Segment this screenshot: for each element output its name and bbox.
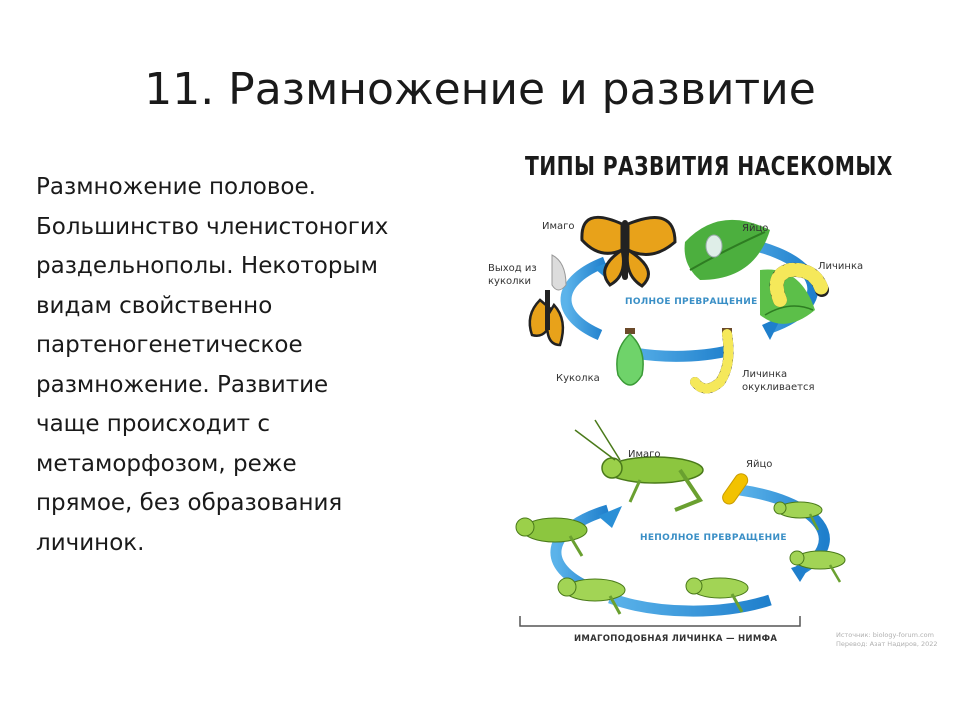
label-incomplete-cycle: НЕПОЛНОЕ ПРЕВРАЩЕНИЕ bbox=[640, 533, 787, 543]
caterpillar-icon bbox=[769, 262, 829, 307]
body-line: Большинство членистоногих bbox=[36, 213, 389, 240]
body-line: партеногенетическое bbox=[36, 332, 303, 358]
grasshopper-nymph-icon bbox=[789, 550, 846, 583]
chrysalis-icon bbox=[616, 328, 644, 386]
butterfly-icon bbox=[580, 215, 677, 288]
body-line: прямое, без образования bbox=[36, 490, 343, 516]
body-line: личинок. bbox=[36, 529, 145, 556]
label-pupating-2: окукливается bbox=[742, 382, 815, 393]
label-pupa: Куколка bbox=[556, 373, 600, 384]
label-larva: Личинка bbox=[818, 261, 864, 272]
egg-icon bbox=[705, 234, 723, 258]
nymph-bracket bbox=[519, 616, 801, 627]
source-credit-2: Перевод: Азат Надиров, 2022 bbox=[836, 640, 938, 648]
body-line: раздельнополы. Некоторым bbox=[36, 253, 378, 279]
grasshopper-nymph-icon bbox=[685, 577, 749, 613]
label-egg-incomplete: Яйцо bbox=[746, 459, 773, 470]
label-emergence-1: Выход из bbox=[488, 263, 537, 274]
slide-title: 11. Размножение и развитие bbox=[144, 64, 816, 115]
label-nymph: ИМАГОПОДОБНАЯ ЛИЧИНКА — НИМФА bbox=[574, 634, 778, 644]
label-emergence-2: куколки bbox=[488, 276, 532, 287]
body-line: видам свойственно bbox=[36, 292, 273, 319]
grasshopper-nymph-icon bbox=[515, 517, 588, 557]
diagram-heading: ТИПЫ РАЗВИТИЯ НАСЕКОМЫХ bbox=[525, 152, 893, 182]
label-complete-cycle: ПОЛНОЕ ПРЕВРАЩЕНИЕ bbox=[625, 297, 758, 307]
diagram-graphics bbox=[515, 215, 846, 627]
source-credit-1: Источник: biology-forum.com bbox=[836, 631, 934, 639]
insect-development-diagram: ТИПЫ РАЗВИТИЯ НАСЕКОМЫХ bbox=[470, 150, 960, 660]
emerging-butterfly-icon bbox=[528, 254, 567, 347]
grasshopper-nymph-icon bbox=[773, 501, 823, 531]
label-imago-incomplete: Имаго bbox=[628, 449, 661, 460]
label-egg-complete: Яйцо bbox=[742, 223, 769, 234]
body-line: Размножение половое. bbox=[36, 174, 316, 200]
grasshopper-adult-icon bbox=[574, 419, 704, 512]
pupating-larva-icon bbox=[690, 328, 734, 394]
yellow-egg-icon bbox=[722, 473, 749, 505]
body-line: размножение. Развитие bbox=[36, 371, 329, 398]
body-text: Размножение половое. Большинство членист… bbox=[36, 168, 436, 563]
body-line: метаморфозом, реже bbox=[36, 450, 297, 477]
label-pupating-1: Личинка bbox=[742, 369, 788, 380]
grasshopper-nymph-icon bbox=[557, 577, 626, 615]
body-line: чаще происходит с bbox=[36, 411, 270, 437]
label-imago-complete: Имаго bbox=[542, 221, 575, 232]
